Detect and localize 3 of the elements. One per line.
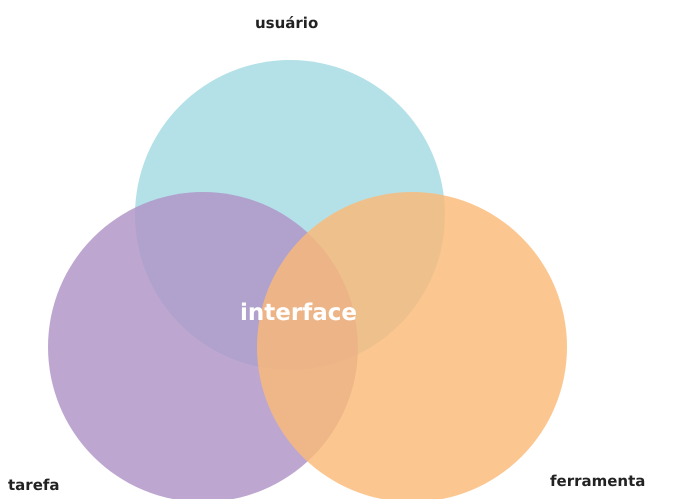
set-label: ferramenta (550, 472, 646, 490)
set-label: tarefa (8, 476, 60, 494)
set-label: usuário (255, 14, 318, 32)
